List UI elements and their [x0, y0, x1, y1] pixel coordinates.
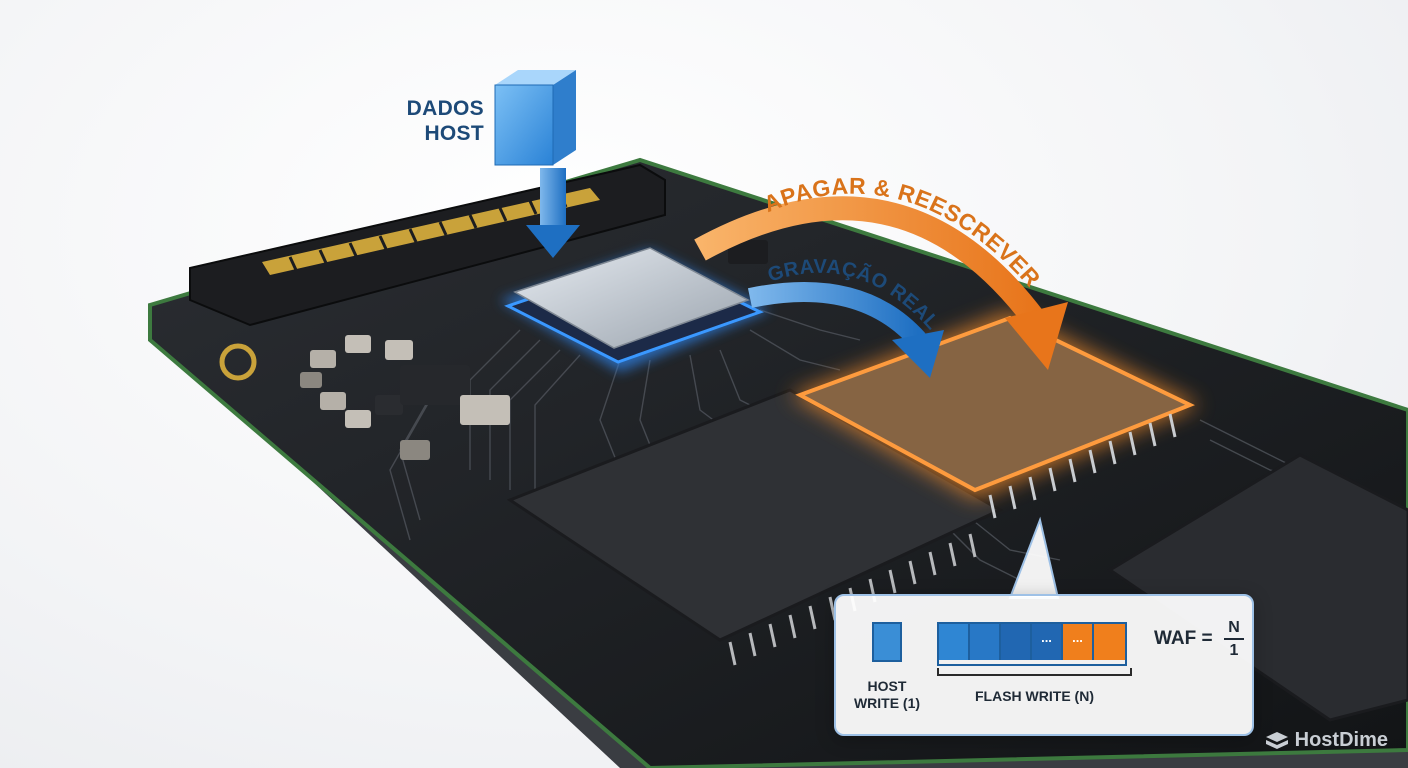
host-write-cell: [872, 622, 902, 662]
waf-denominator: 1: [1229, 642, 1239, 659]
flash-cell: [939, 624, 970, 660]
brand-name: HostDime: [1294, 729, 1388, 751]
controller-chip: [500, 247, 770, 372]
hostdime-logo-icon: [1265, 731, 1288, 749]
flash-cell-ellipsis: ...: [1032, 624, 1063, 660]
host-data-arrow: [526, 168, 580, 258]
nand-chip-2-highlighted: [790, 310, 1200, 519]
flash-cell: [1001, 624, 1032, 660]
dados-host-label: DADOS HOST: [406, 97, 484, 145]
flash-write-cells: ... ...: [937, 622, 1127, 666]
real-write-arrow: [747, 282, 944, 378]
brand-watermark: HostDime: [1265, 729, 1388, 752]
flash-cell: [970, 624, 1001, 660]
flash-cell: [1094, 624, 1125, 660]
data-cube-icon: [494, 70, 576, 166]
flash-cell-ellipsis: ...: [1063, 624, 1094, 660]
waf-numerator: N: [1228, 619, 1240, 636]
waf-callout: ... ... HOST WRITE (1) FLASH WRITE (N) W…: [834, 594, 1254, 736]
flash-write-caption: FLASH WRITE (N): [975, 688, 1094, 704]
nand-chip-1: [506, 388, 1004, 666]
waf-formula-label: WAF =: [1154, 628, 1213, 649]
flash-write-bracket: [937, 668, 1132, 676]
nand-chip-3: [1107, 453, 1408, 722]
host-write-caption: HOST WRITE (1): [853, 678, 921, 711]
waf-fraction: N 1: [1224, 618, 1244, 660]
erase-rewrite-arrow: [694, 196, 1068, 370]
smd-components: [219, 240, 768, 460]
